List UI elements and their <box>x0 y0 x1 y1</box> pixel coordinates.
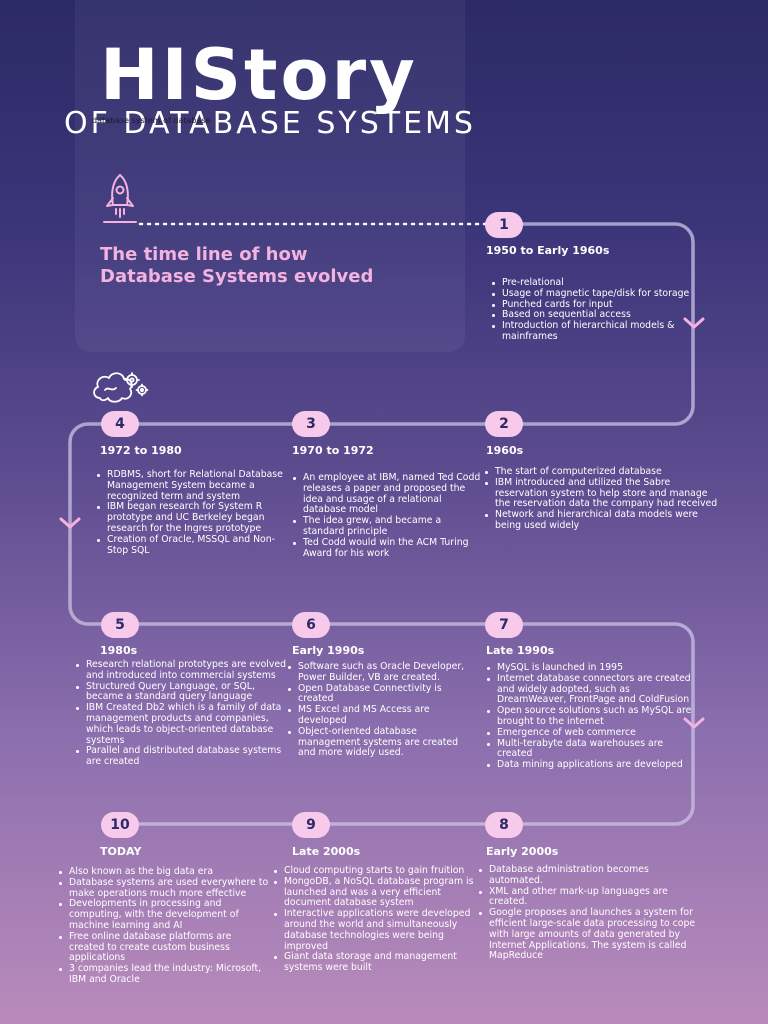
list-item: Software such as Oracle Developer, Power… <box>288 661 478 684</box>
step-8-badge: 8 <box>485 812 523 838</box>
list-item: 3 companies lead the industry: Microsoft… <box>59 963 269 986</box>
list-item: Network and hierarchical data models wer… <box>485 509 720 532</box>
list-item: Based on sequential access <box>492 310 702 321</box>
step-9-badge: 9 <box>292 812 330 838</box>
brain-gears-icon <box>93 372 149 403</box>
step-10-era: TODAY <box>100 845 142 858</box>
rocket-icon <box>103 174 137 223</box>
step-10-list: Also known as the big data era Database … <box>55 866 269 986</box>
header-panel <box>75 0 465 352</box>
step-8-list: Database administration becomes automate… <box>475 864 704 962</box>
list-item: Interactive applications were developed … <box>274 908 484 952</box>
list-item: Database systems are used everywhere to … <box>59 876 269 899</box>
step-1-list: Pre-relational Usage of magnetic tape/di… <box>488 277 702 343</box>
list-item: Ted Codd would win the ACM Turing Award … <box>293 537 483 560</box>
step-4-era: 1972 to 1980 <box>100 444 182 457</box>
overlay-caption: database system of database <box>92 116 211 125</box>
step-7-era: Late 1990s <box>486 644 555 657</box>
chevron-down-icon <box>683 317 705 329</box>
step-2-era: 1960s <box>486 444 524 457</box>
page-title: HIStory <box>100 34 418 116</box>
list-item: Pre-relational <box>492 277 702 289</box>
chevron-down-icon <box>683 717 705 729</box>
list-item: IBM introduced and utilized the Sabre re… <box>485 477 720 510</box>
step-4-badge: 4 <box>101 411 139 437</box>
step-10-badge: 10 <box>101 812 139 838</box>
step-3-badge: 3 <box>292 411 330 437</box>
step-5-badge: 5 <box>101 612 139 638</box>
list-item: The idea grew, and became a standard pri… <box>293 515 483 538</box>
list-item: Database administration becomes automate… <box>479 864 704 887</box>
list-item: Structured Query Language, or SQL, becam… <box>76 681 291 704</box>
step-8-era: Early 2000s <box>486 845 559 858</box>
step-6-badge: 6 <box>292 612 330 638</box>
list-item: Multi-terabyte data warehouses are creat… <box>487 738 692 761</box>
list-item: IBM began research for System R prototyp… <box>97 501 287 534</box>
list-item: Free online database platforms are creat… <box>59 931 269 964</box>
list-item: Developments in processing and computing… <box>59 898 269 931</box>
list-item: Open source solutions such as MySQL are … <box>487 705 692 727</box>
list-item: Google proposes and launches a system fo… <box>479 907 704 962</box>
list-item: Giant data storage and management system… <box>274 952 484 974</box>
list-item: IBM Created Db2 which is a family of dat… <box>76 702 291 746</box>
step-6-list: Software such as Oracle Developer, Power… <box>284 661 478 759</box>
list-item: Also known as the big data era <box>59 866 269 878</box>
step-7-badge: 7 <box>485 612 523 638</box>
step-3-list: An employee at IBM, named Ted Codd relea… <box>289 472 483 560</box>
step-2-list: The start of computerized database IBM i… <box>481 466 720 532</box>
list-item: Object-oriented database management syst… <box>288 726 478 759</box>
list-item: Creation of Oracle, MSSQL and Non-Stop S… <box>97 534 287 557</box>
list-item: An employee at IBM, named Ted Codd relea… <box>293 472 483 516</box>
list-item: Parallel and distributed database system… <box>76 746 291 768</box>
list-item: MongoDB, a NoSQL database program is lau… <box>274 876 484 909</box>
step-1-era: 1950 to Early 1960s <box>486 244 610 257</box>
step-3-era: 1970 to 1972 <box>292 444 374 457</box>
list-item: Introduction of hierarchical models & ma… <box>492 320 702 343</box>
list-item: The start of computerized database <box>485 466 720 478</box>
list-item: MySQL is launched in 1995 <box>487 662 692 674</box>
page-subtitle: OF DATABASE SYSTEMS <box>64 106 476 141</box>
list-item: RDBMS, short for Relational Database Man… <box>97 469 287 502</box>
list-item: Internet database connectors are created… <box>487 672 691 706</box>
step-5-era: 1980s <box>100 644 138 657</box>
list-item: Cloud computing starts to gain fruition <box>274 865 484 877</box>
list-item: Open Database Connectivity is created <box>288 683 478 706</box>
step-6-era: Early 1990s <box>292 644 365 657</box>
list-item: Data mining applications are developed <box>487 759 692 771</box>
step-4-list: RDBMS, short for Relational Database Man… <box>93 469 287 557</box>
step-2-badge: 2 <box>485 411 523 437</box>
list-item: Usage of magnetic tape/disk for storage <box>492 288 702 300</box>
step-1-badge: 1 <box>485 212 523 238</box>
list-item: Research relational prototypes are evolv… <box>76 659 291 682</box>
timeline-heading: The time line of how Database Systems ev… <box>100 244 374 287</box>
list-item: Punched cards for input <box>492 299 702 311</box>
list-item: XML and other mark-up languages are crea… <box>479 886 704 909</box>
chevron-down-icon <box>59 517 81 529</box>
list-item: MS Excel and MS Access are developed <box>288 704 478 727</box>
step-7-list: MySQL is launched in 1995 Internet datab… <box>483 662 692 771</box>
step-5-list: Research relational prototypes are evolv… <box>72 659 291 768</box>
step-9-era: Late 2000s <box>292 845 361 858</box>
step-9-list: Cloud computing starts to gain fruition … <box>270 865 484 974</box>
list-item: Emergence of web commerce <box>487 727 692 739</box>
